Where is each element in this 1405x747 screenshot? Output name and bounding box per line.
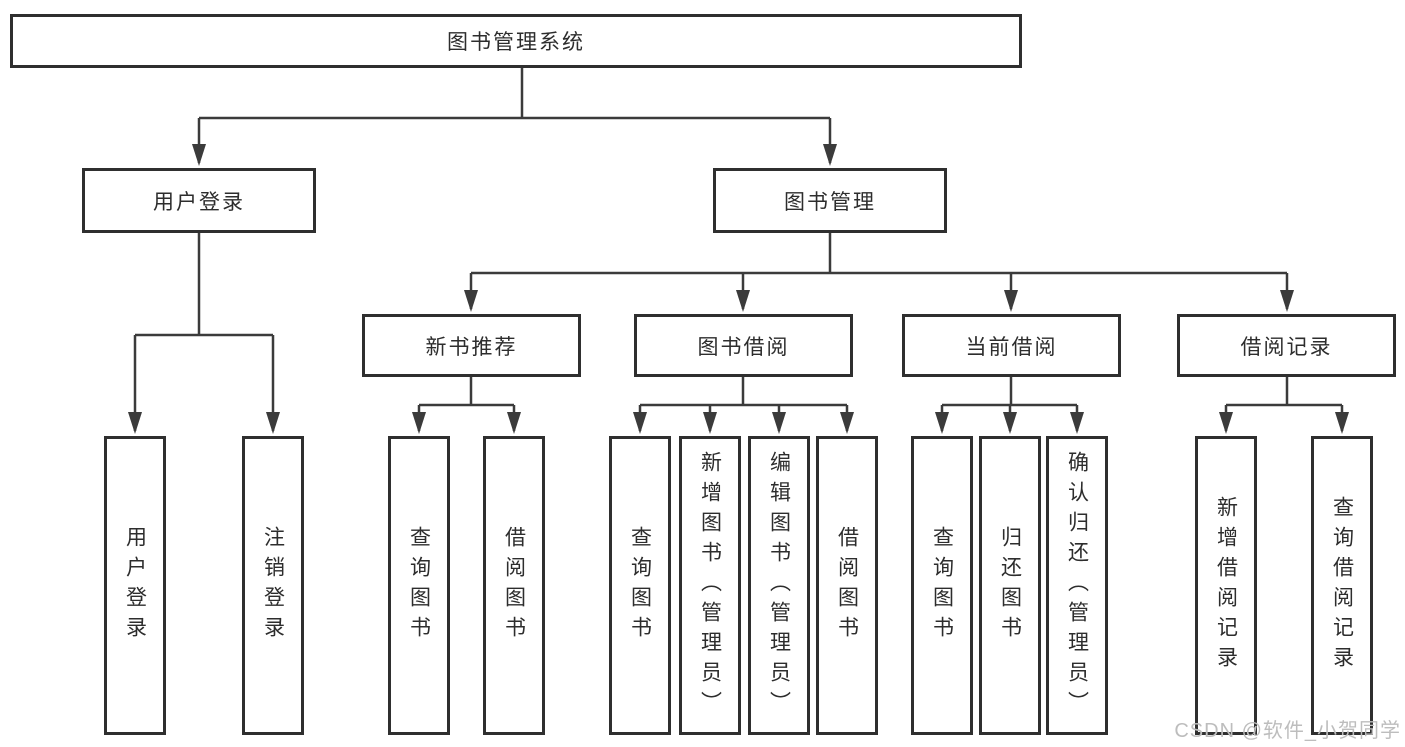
node-label: 用户登录 — [153, 190, 245, 214]
node-label: 借阅图书 — [835, 525, 859, 646]
node-label: 当前借阅 — [965, 335, 1058, 359]
node-label: 借阅图书 — [502, 525, 526, 646]
node-label: 借阅记录 — [1240, 335, 1333, 359]
csdn-watermark: CSDN @软件_小贺同学 — [1174, 720, 1401, 742]
node-label: 新增图书（管理员） — [698, 450, 722, 721]
leaf-user-login: 用户登录 — [104, 436, 166, 735]
node-book-borrowing: 图书借阅 — [634, 314, 853, 377]
node-label: 查询图书 — [407, 525, 431, 646]
node-library-management-system: 图书管理系统 — [10, 14, 1022, 68]
node-user-login: 用户登录 — [82, 168, 316, 233]
leaf-current-query-books: 查询图书 — [911, 436, 973, 735]
leaf-borrow-borrow-books: 借阅图书 — [816, 436, 878, 735]
leaf-current-return-books: 归还图书 — [979, 436, 1041, 735]
node-label: 用户登录 — [123, 525, 147, 646]
leaf-records-query-borrow-record: 查询借阅记录 — [1311, 436, 1373, 735]
node-label: 图书管理 — [784, 190, 876, 214]
node-label: 归还图书 — [998, 525, 1022, 646]
node-borrowing-records: 借阅记录 — [1177, 314, 1396, 377]
leaf-borrow-edit-books-admin: 编辑图书（管理员） — [748, 436, 810, 735]
leaf-current-confirm-return-admin: 确认归还（管理员） — [1046, 436, 1108, 735]
node-label: 查询借阅记录 — [1330, 495, 1354, 676]
leaf-borrow-query-books: 查询图书 — [609, 436, 671, 735]
leaf-borrow-add-books-admin: 新增图书（管理员） — [679, 436, 741, 735]
node-label: 新书推荐 — [425, 335, 518, 359]
leaf-records-add-borrow-record: 新增借阅记录 — [1195, 436, 1257, 735]
node-book-management: 图书管理 — [713, 168, 947, 233]
node-label: 编辑图书（管理员） — [767, 450, 791, 721]
node-label: 查询图书 — [628, 525, 652, 646]
node-label: 图书管理系统 — [447, 31, 585, 54]
node-label: 图书借阅 — [697, 335, 790, 359]
node-label: 注销登录 — [261, 525, 285, 646]
leaf-recommend-borrow-books: 借阅图书 — [483, 436, 545, 735]
leaf-recommend-query-books: 查询图书 — [388, 436, 450, 735]
node-new-book-recommendation: 新书推荐 — [362, 314, 581, 377]
node-label: 确认归还（管理员） — [1065, 450, 1089, 721]
leaf-logout: 注销登录 — [242, 436, 304, 735]
node-current-borrowing: 当前借阅 — [902, 314, 1121, 377]
node-label: 新增借阅记录 — [1214, 495, 1238, 676]
node-label: 查询图书 — [930, 525, 954, 646]
